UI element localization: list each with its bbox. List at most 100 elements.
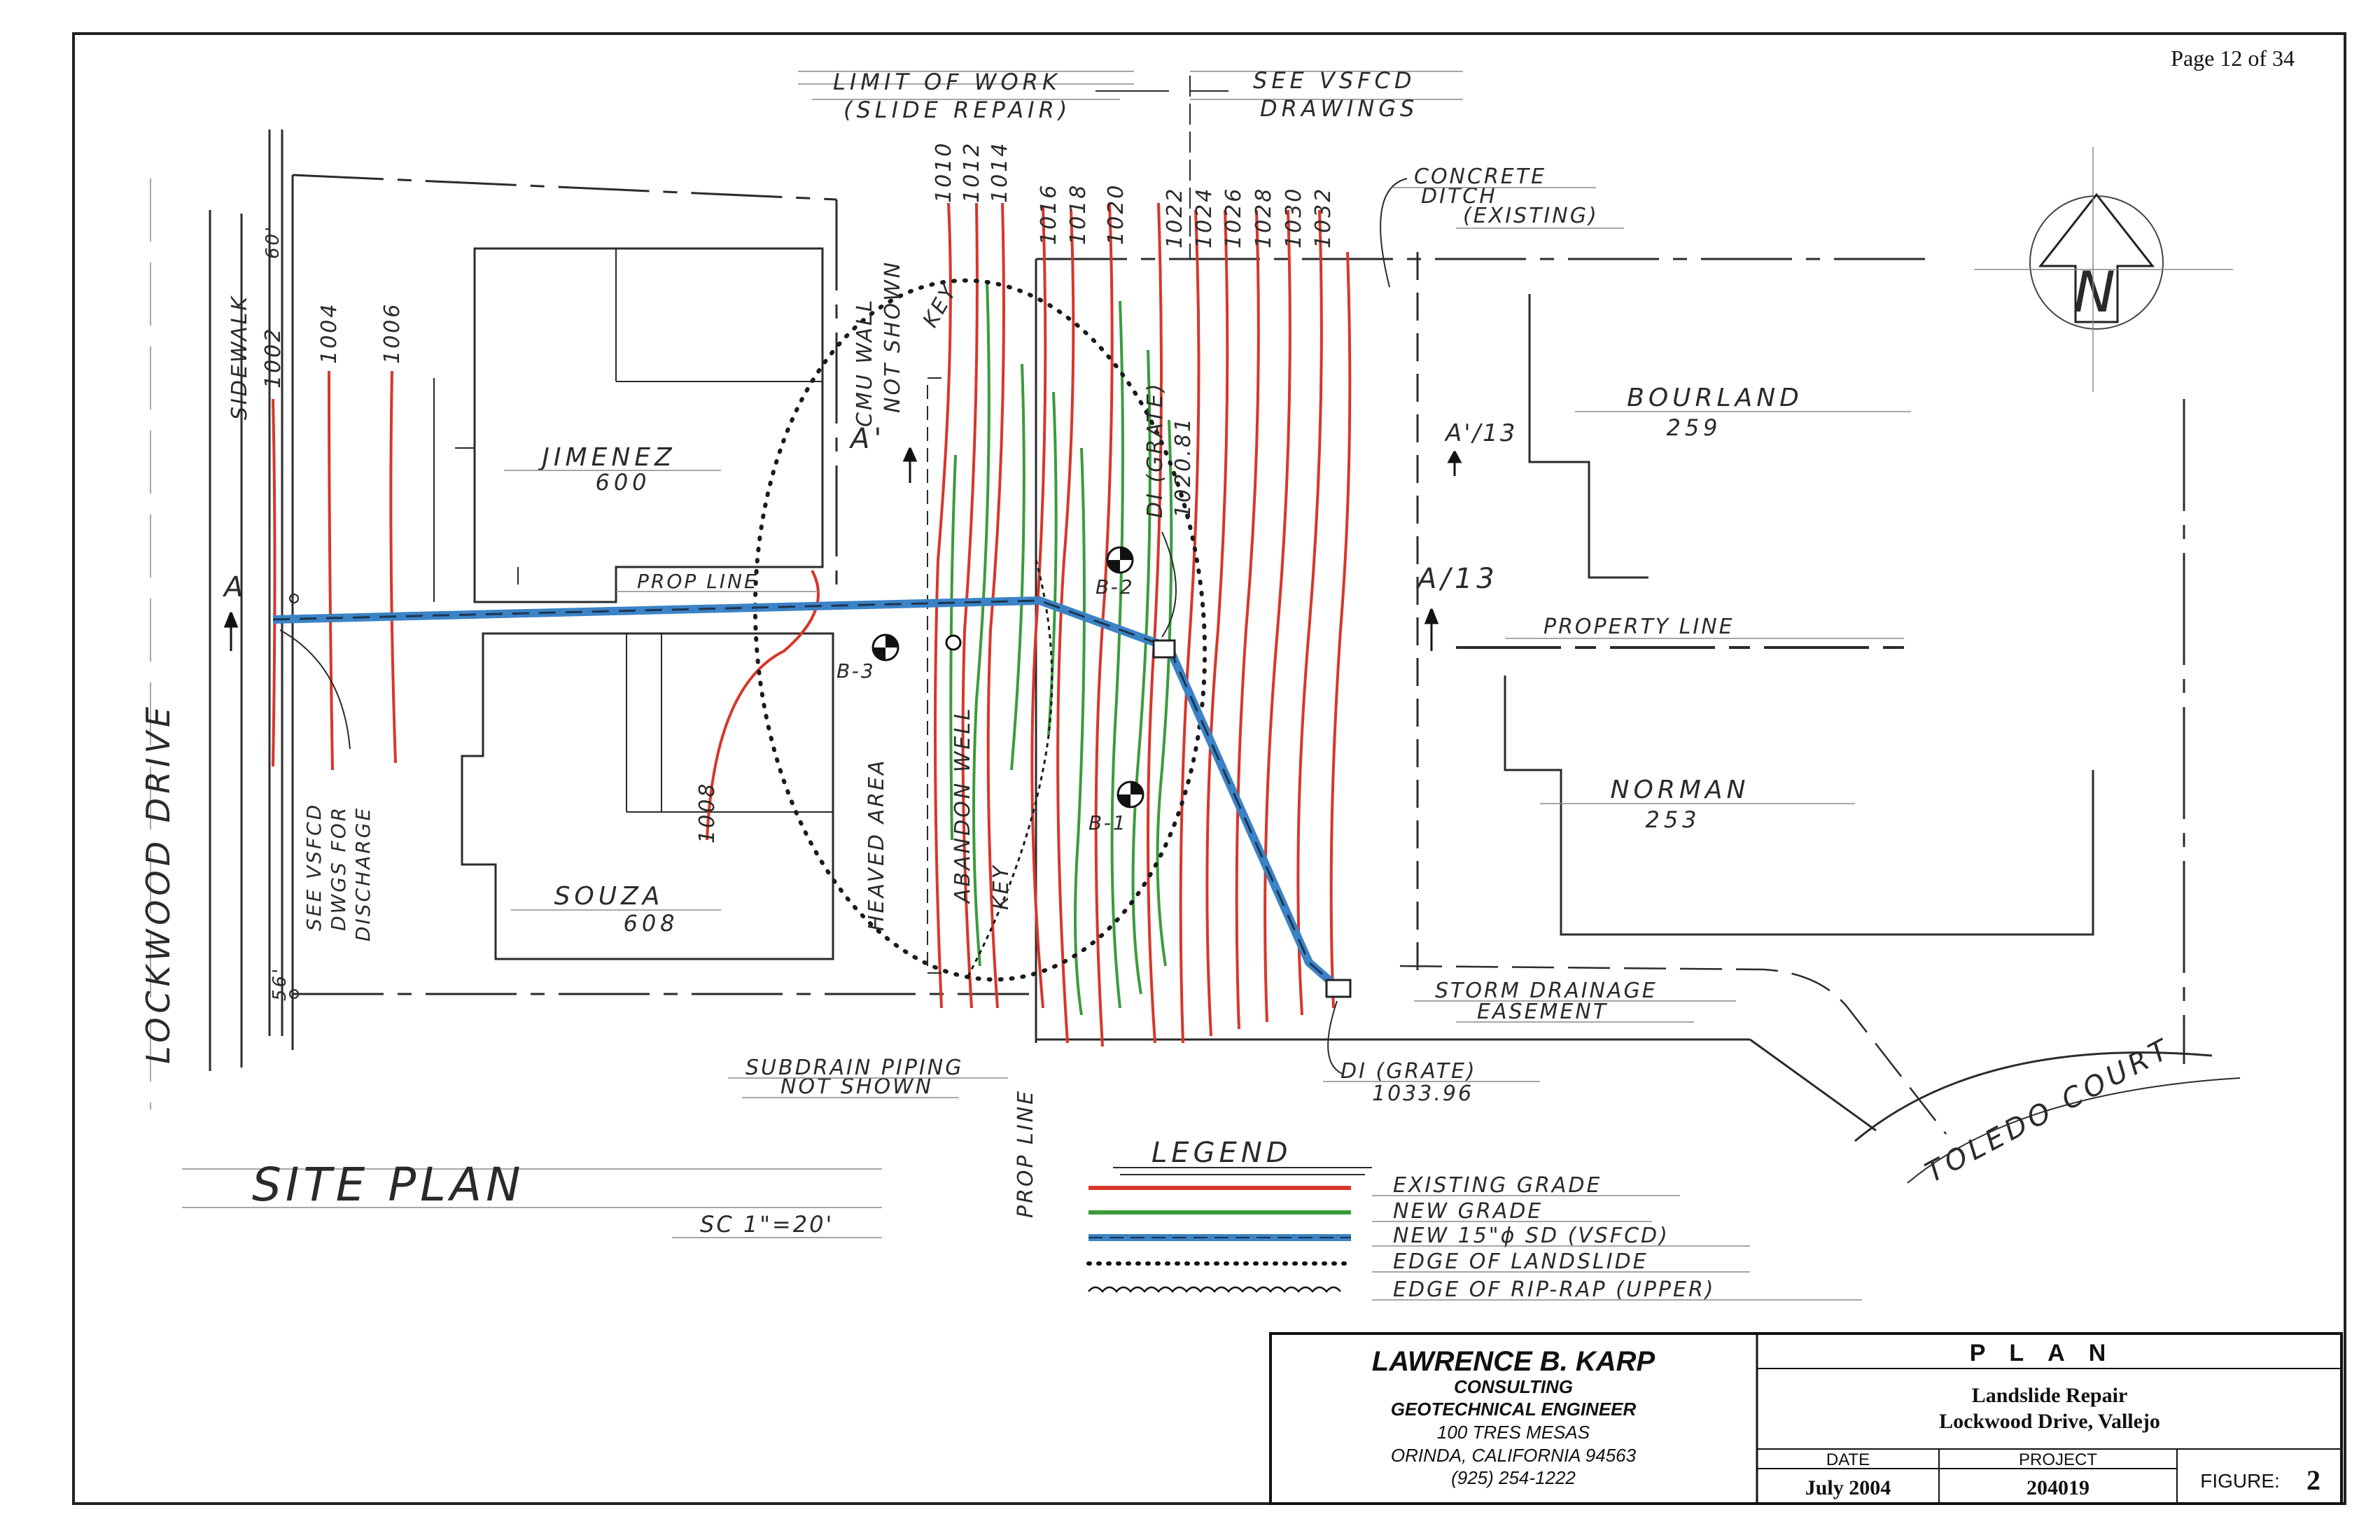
owner-souza: SOUZA xyxy=(554,882,664,911)
project-title-2: Lockwood Drive, Vallejo xyxy=(1939,1410,2160,1433)
company-name: LAWRENCE B. KARP xyxy=(1372,1346,1656,1377)
boring-b2-label: B-2 xyxy=(1096,575,1135,598)
legend-label-drain: NEW 15"ϕ SD (VSFCD) xyxy=(1393,1224,1670,1248)
label-ditch: DITCH xyxy=(1421,184,1497,209)
label-concrete: CONCRETE xyxy=(1414,164,1546,189)
label-prop-line: PROP LINE xyxy=(637,570,759,593)
sheet-border xyxy=(72,32,2346,1505)
note-see-vsfcd: SEE VSFCD xyxy=(1253,67,1416,94)
lockwood-drive: LOCKWOOD DRIVE xyxy=(139,178,243,1110)
section-markers: A A' A/13 A'/13 xyxy=(222,419,1515,651)
date-label: DATE xyxy=(1826,1450,1870,1469)
contour-1008-line xyxy=(706,570,820,841)
boring-b3-label: B-3 xyxy=(836,659,876,682)
title-block: LAWRENCE B. KARP CONSULTING GEOTECHNICAL… xyxy=(1269,1332,2343,1505)
existing-grade-contours-left xyxy=(272,370,820,841)
sheet-title-plan: PLAN xyxy=(1970,1340,2130,1366)
owner-jimenez: JIMENEZ xyxy=(538,443,676,472)
note-drawings: DRAWINGS xyxy=(1260,95,1418,122)
label-see-vsfcd-1: SEE VSFCD xyxy=(302,803,326,931)
edge-of-landslide xyxy=(752,278,1208,982)
address-bourland: 259 xyxy=(1666,414,1721,441)
site-plan-title-text: SITE PLAN xyxy=(252,1158,524,1212)
legend-title: LEGEND xyxy=(1152,1137,1292,1169)
label-di-grate-top: DI (GRATE) xyxy=(1143,382,1168,518)
building-bourland: BOURLAND 259 xyxy=(1528,294,1911,579)
sidewalk-label: SIDEWALK xyxy=(227,295,252,420)
page-number: Page 12 of 34 xyxy=(2171,46,2295,71)
address-souza: 608 xyxy=(623,910,678,937)
contour-label-1012: 1012 xyxy=(960,141,984,203)
contour-label-1030: 1030 xyxy=(1282,187,1306,248)
label-di-grate-bottom: DI (GRATE) xyxy=(1340,1059,1477,1084)
contour-label-1022: 1022 xyxy=(1163,187,1187,248)
section-a13-label: A/13 xyxy=(1415,563,1499,595)
contour-label-1016: 1016 xyxy=(1037,183,1061,245)
legend-label-existing: EXISTING GRADE xyxy=(1393,1173,1602,1198)
label-storm-drainage: STORM DRAINAGE xyxy=(1435,979,1658,1003)
label-cmu-wall: CMU WALL xyxy=(853,298,877,427)
company-consulting: CONSULTING xyxy=(1454,1376,1573,1397)
company-phone: (925) 254-1222 xyxy=(1451,1467,1576,1488)
site-plan-title: SITE PLAN SC 1"=20' xyxy=(182,1158,882,1238)
label-see-vsfcd-2: DWGS FOR xyxy=(327,806,350,931)
company-address-1: 100 TRES MESAS xyxy=(1437,1422,1590,1443)
contour-label-1024: 1024 xyxy=(1192,187,1217,248)
figure-label: FIGURE: xyxy=(2200,1470,2280,1492)
label-existing: (EXISTING) xyxy=(1463,204,1599,228)
contour-labels: 1010 1012 1014 1016 1018 1020 1022 1024 … xyxy=(261,141,1336,844)
building-souza: SOUZA 608 xyxy=(461,632,834,960)
contour-label-1032: 1032 xyxy=(1311,187,1336,248)
contour-label-1014: 1014 xyxy=(988,141,1012,203)
road-label-toledo: TOLEDO COURT xyxy=(1920,1032,2177,1189)
contour-label-1008: 1008 xyxy=(695,782,720,844)
label-di-grate-top-elev: 1020.81 xyxy=(1171,416,1196,518)
label-key-bottom: KEY xyxy=(989,864,1014,910)
label-prop-line-vertical: PROP LINE xyxy=(1014,1089,1038,1218)
project-label: PROJECT xyxy=(2019,1450,2097,1469)
contour-label-1018: 1018 xyxy=(1066,183,1091,245)
drain-inlet-top xyxy=(1152,639,1176,659)
company-address-2: ORINDA, CALIFORNIA 94563 xyxy=(1391,1445,1637,1466)
legend: LEGEND EXISTING GRADE NEW GRADE NEW 15"ϕ… xyxy=(1086,1137,1862,1302)
section-a-label: A xyxy=(222,571,247,603)
label-di-grate-bottom-elev: 1033.96 xyxy=(1372,1082,1474,1106)
owner-bourland: BOURLAND xyxy=(1627,384,1803,412)
label-subdrain-1: SUBDRAIN PIPING xyxy=(746,1056,963,1080)
contour-label-1002: 1002 xyxy=(261,327,286,388)
label-cmu-not-shown: NOT SHOWN xyxy=(881,260,905,413)
existing-grade-contours xyxy=(934,202,1352,1047)
section-a-prime-label: A' xyxy=(848,423,886,455)
header-notes: LIMIT OF WORK (SLIDE REPAIR) SEE VSFCD D… xyxy=(798,67,1463,259)
address-jimenez: 600 xyxy=(595,469,650,496)
contour-label-1020: 1020 xyxy=(1104,183,1128,245)
boring-b1: B-1 xyxy=(1088,780,1144,834)
boring-b1-label: B-1 xyxy=(1088,811,1128,834)
toledo-court: TOLEDO COURT xyxy=(1854,1032,2241,1189)
address-norman: 253 xyxy=(1645,806,1700,833)
new-grade-contours xyxy=(949,279,1173,1016)
edge-of-rip-rap xyxy=(965,559,1054,981)
abandon-well-symbol xyxy=(945,634,962,651)
boring-markers: B-3 B-2 B-1 xyxy=(836,546,1144,834)
contour-label-1010: 1010 xyxy=(932,141,956,203)
storm-drain-pipe xyxy=(272,596,1340,990)
contour-label-1004: 1004 xyxy=(317,302,342,364)
dim-top: 60' xyxy=(262,225,284,259)
company-role: GEOTECHNICAL ENGINEER xyxy=(1391,1399,1637,1420)
project-title-1: Landslide Repair xyxy=(1972,1384,2128,1407)
key-trench xyxy=(927,377,945,974)
project-value: 204019 xyxy=(2026,1476,2090,1499)
label-property-line: PROPERTY LINE xyxy=(1544,615,1735,639)
label-storm-easement: EASEMENT xyxy=(1477,1000,1608,1024)
annotations: CMU WALL NOT SHOWN KEY KEY DI (GRATE) 10… xyxy=(279,164,1904,1218)
label-heaved-area: HEAVED AREA xyxy=(864,758,889,931)
boring-b3: B-3 xyxy=(836,634,899,682)
label-key-top: KEY xyxy=(918,279,962,332)
label-see-vsfcd-3: DISCHARGE xyxy=(351,806,374,941)
sidewalk: SIDEWALK 60' 56' xyxy=(227,130,299,1036)
owner-norman: NORMAN xyxy=(1611,776,1750,804)
figure-value: 2 xyxy=(2306,1464,2320,1496)
legend-label-riprap: EDGE OF RIP-RAP (UPPER) xyxy=(1393,1278,1716,1302)
